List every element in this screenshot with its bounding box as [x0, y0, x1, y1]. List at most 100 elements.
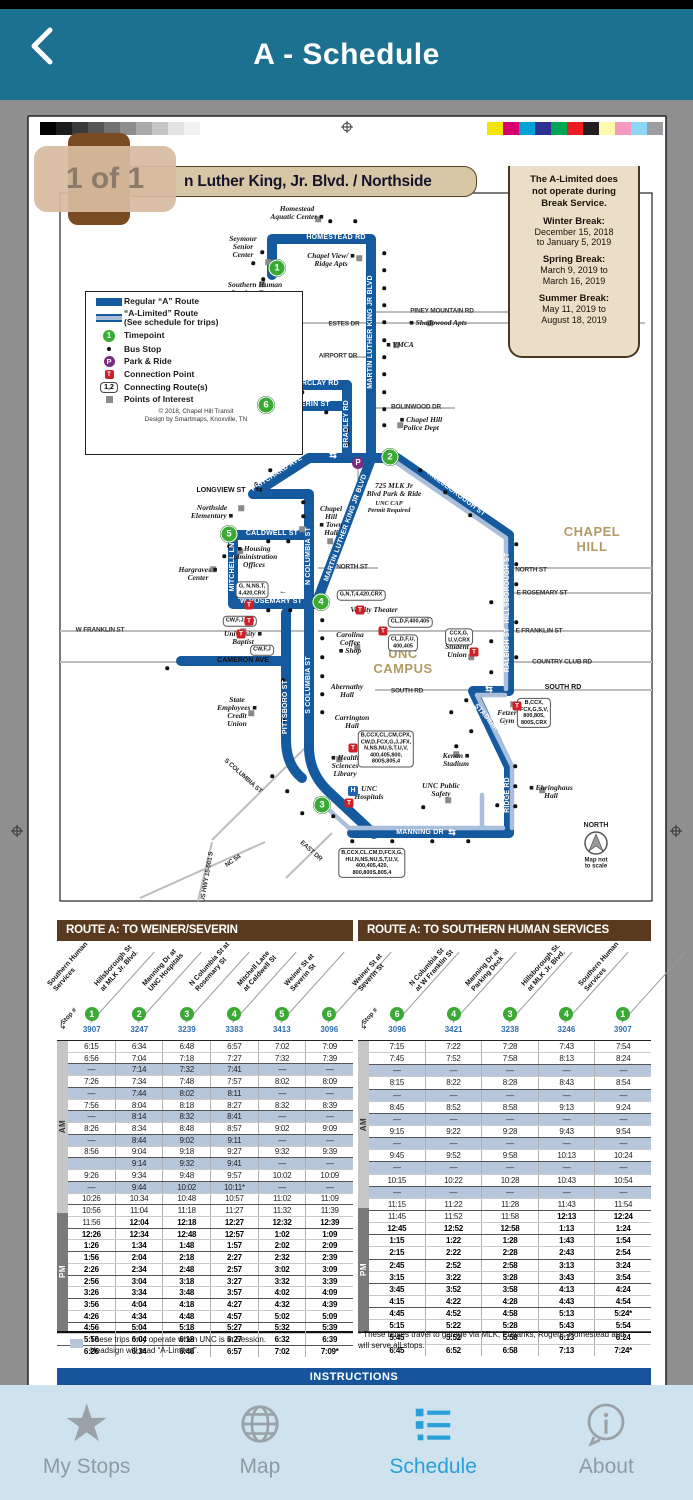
time-cell: 4:18: [162, 1299, 210, 1310]
time-cell: 9:02: [162, 1134, 210, 1146]
tab-schedule[interactable]: Schedule: [347, 1385, 520, 1500]
point-of-interest-icon: [237, 548, 243, 554]
time-cell: 1:26: [83, 1241, 99, 1251]
time-cell: 12:32: [257, 1217, 306, 1228]
time-cell: —: [305, 1111, 353, 1123]
time-cell: 5:02: [257, 1310, 306, 1322]
map-label: B,CCX,CL,CM,CPX, CW,D,FCX,G,J,JFX, N,NS,…: [357, 730, 415, 768]
time-cell: 12:58: [481, 1223, 538, 1235]
timetable-row: —————: [358, 1064, 651, 1077]
time-cell: 5:18: [162, 1322, 210, 1334]
time-cell: —: [392, 1090, 401, 1100]
cp-swatch-icon: T: [104, 370, 114, 380]
calibration-gray-swatch: [152, 122, 168, 135]
time-cell: 7:27: [210, 1052, 258, 1064]
time-cell: 7:24*: [594, 1344, 651, 1356]
tab-about[interactable]: About: [520, 1385, 693, 1500]
time-cell: 7:02: [257, 1041, 306, 1052]
time-cell: 6:13: [537, 1332, 595, 1344]
time-cell: 3:58: [481, 1283, 538, 1295]
tab-map[interactable]: Map: [173, 1385, 346, 1500]
time-cell: 11:52: [424, 1210, 482, 1223]
column-timepoint-badge: 4: [446, 1007, 461, 1021]
time-cell: 12:34: [114, 1228, 163, 1240]
time-cell: 10:54: [594, 1174, 651, 1186]
limited-swatch-icon: [96, 314, 122, 323]
bus-stop-dot: [320, 710, 324, 714]
time-cell: 11:02: [257, 1193, 306, 1205]
time-cell: 9:18: [162, 1146, 210, 1158]
time-cell: —: [424, 1138, 482, 1150]
time-cell: 4:52: [424, 1308, 482, 1320]
time-cell: 12:13: [537, 1210, 595, 1223]
status-bar: [0, 0, 693, 9]
time-cell: 5:54: [594, 1320, 651, 1332]
map-label: SOUTH RD: [390, 687, 424, 695]
time-cell: 2:15: [389, 1248, 405, 1258]
time-cell: 1:13: [537, 1223, 595, 1235]
bus-stop-dot: [382, 268, 386, 272]
time-cell: 3:32: [257, 1275, 306, 1287]
time-cell: 3:13: [537, 1259, 595, 1271]
map-label: PITTSBORO ST: [282, 679, 290, 735]
time-cell: 2:26: [83, 1264, 99, 1274]
time-cell: —: [257, 1064, 306, 1076]
column-timepoint-badge: 1: [84, 1007, 99, 1021]
time-cell: 8:15: [389, 1078, 405, 1088]
stop-number-arrow-icon: ↳: [59, 1021, 67, 1031]
time-cell: 7:22: [424, 1041, 482, 1053]
point-of-interest-icon: [259, 281, 265, 287]
bus-stop-dot: [320, 655, 324, 659]
column-timepoint-badge: 4: [227, 1007, 242, 1021]
time-cell: —: [594, 1089, 651, 1101]
map-label: Homestead Aquatic Center ■: [270, 203, 324, 221]
time-cell: 12:04: [114, 1217, 163, 1228]
timetable-row: —————: [358, 1088, 651, 1101]
time-cell: 2:52: [424, 1259, 482, 1271]
map-label: Student Union: [445, 641, 469, 659]
column-stop-number: 3907: [613, 1025, 632, 1034]
connection-point-icon: T: [348, 743, 358, 753]
map-label: AIRPORT DR: [318, 352, 358, 360]
time-cell: 4:04: [114, 1299, 163, 1310]
legend-item-label: Regular “A” Route: [124, 296, 200, 306]
bus-stop-dot: [382, 423, 386, 427]
info-icon-wrap: [582, 1395, 630, 1453]
time-cell: 11:18: [162, 1205, 210, 1217]
tab-label: My Stops: [42, 1455, 131, 1478]
timepoint-marker: 2: [381, 448, 399, 466]
time-cell: 7:48: [162, 1076, 210, 1087]
time-cell: 11:54: [594, 1198, 651, 1210]
legend-swatch-regular: [94, 297, 124, 306]
time-cell: 11:04: [114, 1205, 163, 1217]
bus-stop-dot: [281, 698, 285, 702]
time-cell: 12:18: [162, 1217, 210, 1228]
time-cell: 3:57: [210, 1287, 258, 1299]
time-cell: —: [537, 1065, 595, 1077]
back-button[interactable]: [22, 24, 66, 68]
column-timepoint-badge: 4: [559, 1007, 574, 1021]
time-cell: —: [594, 1065, 651, 1077]
time-cell: 4:15: [389, 1297, 405, 1307]
time-cell: 2:57: [210, 1263, 258, 1275]
time-cell: 7:52: [424, 1053, 482, 1065]
map-label: Hargraves ■ Center: [178, 564, 218, 582]
time-cell: 9:58: [481, 1150, 538, 1162]
bus-stop-dot: [382, 390, 386, 394]
table-title: ROUTE A: TO WEINER/SEVERIN: [57, 920, 353, 941]
navigation-bar: A - Schedule: [0, 9, 693, 100]
tab-my-stops[interactable]: ★My Stops: [0, 1385, 173, 1500]
time-cell: 5:58: [481, 1332, 538, 1344]
spring-break-title: Spring Break:: [542, 254, 606, 266]
map-label: B,CCX, FCX,G,S,V, 800,805, 800S,CRX: [516, 697, 552, 729]
